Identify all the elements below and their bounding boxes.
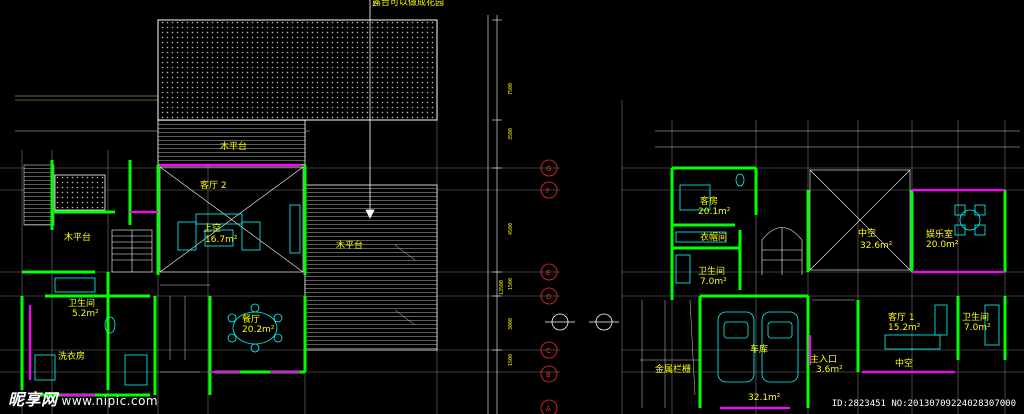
axis-label-d: D [546, 293, 551, 301]
room-weishengjian-left-area: 5.2m² [72, 309, 99, 319]
walls-right [670, 166, 1007, 408]
room-yimaojian: 衣帽间 [700, 231, 727, 243]
room-keting1: 客厅 1 [888, 311, 915, 323]
room-cheku-area: 32.1m² [748, 393, 781, 403]
room-mupingtai-left: 木平台 [64, 231, 91, 243]
room-canting-area: 20.2m² [242, 325, 275, 335]
deck-left [23, 164, 55, 226]
dimension-strings-right [655, 130, 1020, 148]
small-hatch-left [54, 174, 106, 211]
vdim-5: 13500 [499, 280, 505, 295]
room-keting1-area: 15.2m² [888, 323, 921, 333]
room-jinshulangan: 金属栏栅 [655, 363, 691, 375]
room-canting: 餐厅 [242, 313, 260, 325]
watermark-logo-text: 昵享网 [8, 390, 58, 409]
axis-label-a: A [546, 405, 551, 413]
room-weishengjian-mid-area: 7.0m² [700, 277, 727, 287]
room-weishengjian-right-area: 7.0m² [964, 323, 991, 333]
accent-walls-left [28, 163, 300, 397]
watermark-url: www.nipic.com [61, 394, 159, 408]
axis-label-g: G [546, 165, 551, 173]
room-zhurukou: 主入口 [810, 353, 837, 365]
vdim-1: 7500 [508, 83, 514, 95]
axis-bubbles [540, 159, 558, 414]
accent-walls-right [720, 188, 1005, 410]
axis-label-f: F [546, 187, 550, 195]
room-kefang: 客房 [700, 195, 718, 207]
room-mupingtai-top: 木平台 [220, 140, 247, 152]
car-outlines [717, 311, 799, 383]
room-keting2: 客厅 2 [200, 179, 227, 191]
roof-garden-hatch [157, 19, 438, 121]
room-yulejian: 娱乐室 [926, 228, 953, 240]
vdim-4: 1500 [508, 278, 514, 290]
room-xiyifang: 洗衣房 [58, 350, 85, 362]
staircase-right [761, 227, 803, 275]
room-cheku: 车库 [750, 343, 768, 355]
vdim-6: 3000 [508, 318, 514, 330]
room-shangkong: 上空 [203, 222, 221, 234]
room-zhurukou-area: 3.6m² [816, 365, 843, 375]
vdim-3: 4500 [508, 223, 514, 235]
top-note: 露台可以做成花园 [372, 0, 444, 8]
room-weishengjian-mid: 卫生间 [698, 265, 725, 277]
furniture-right [675, 173, 1000, 350]
terrace-deck-top [157, 119, 306, 166]
room-zhongkong-top: 中空 [858, 227, 876, 239]
room-mupingtai-right: 木平台 [336, 239, 363, 251]
misc-lines-left [160, 244, 416, 373]
dining-table-left [227, 303, 283, 353]
axis-label-c: C [546, 347, 551, 355]
sofa-group-left [177, 204, 301, 254]
staircase-left [111, 229, 153, 273]
vertical-dim-line [487, 15, 502, 414]
room-kefang-area: 20.1m² [698, 207, 731, 217]
misc-lines-right [640, 299, 855, 408]
section-symbols [545, 313, 619, 331]
room-yulejian-area: 20.0m² [926, 240, 959, 250]
axis-label-e: E [546, 269, 550, 277]
room-weishengjian-right: 卫生间 [962, 311, 989, 323]
room-zhongkong-bottom: 中空 [895, 357, 913, 369]
room-shangkong-area: 16.7m² [205, 235, 238, 245]
bathroom-fixtures-left [34, 277, 148, 386]
image-id-text: ID:2823451 NO:20130709224028307000 [831, 399, 1016, 409]
vdim-2: 3500 [508, 128, 514, 140]
void-cross-right [809, 169, 911, 271]
room-weishengjian-left: 卫生间 [68, 297, 95, 309]
room-zhongkong-top-area: 32.6m² [860, 241, 893, 251]
axis-label-b: B [546, 371, 551, 379]
void-cross-left [159, 166, 304, 273]
top-arrow-line [365, 0, 375, 219]
vdim-7: 1500 [508, 354, 514, 366]
